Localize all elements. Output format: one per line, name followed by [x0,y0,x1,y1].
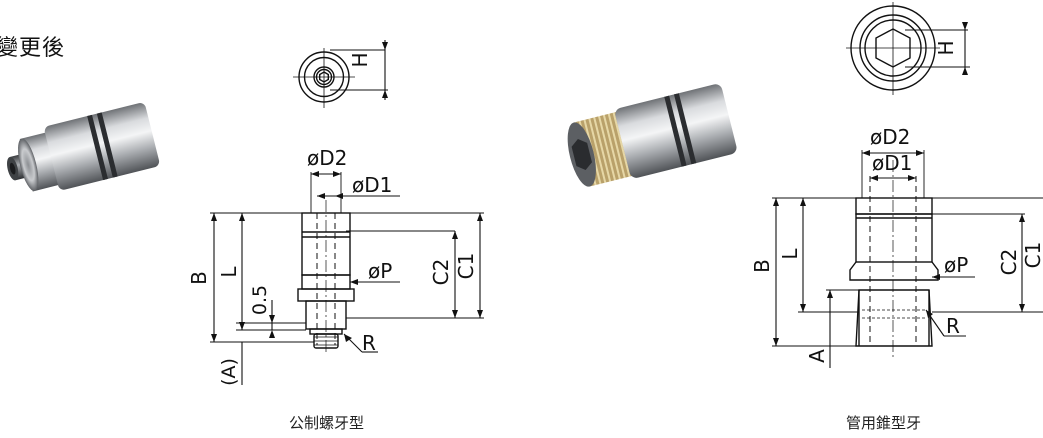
metric-arrowheads [211,171,483,342]
metric-label-P: øP [368,259,392,283]
taper-side-view [772,150,1043,368]
taper-label-R: R [946,314,960,338]
taper-label-C2: C2 [997,249,1021,276]
taper-label-H: H [934,40,958,55]
taper-label-D2: øD2 [870,125,910,149]
taper-label-A: A [805,349,829,363]
metric-label-0-5: 0.5 [249,285,271,315]
metric-label-D2: øD2 [307,146,347,170]
metric-label-D1: øD1 [352,173,392,197]
page-title: 變更後 [0,36,66,61]
taper-label-B: B [750,259,774,273]
metric-label-C2: C2 [429,259,453,286]
taper-top-view [846,2,970,95]
metric-label-H: H [348,52,372,67]
taper-caption: 管用錐型牙 [846,414,922,432]
metric-fitting-photo [7,103,160,192]
metric-top-view [293,40,388,108]
metric-label-A: (A) [218,358,240,386]
taper-label-D1: øD1 [872,151,912,175]
metric-label-R: R [362,331,376,355]
metric-label-B: B [187,271,211,285]
metric-caption: 公制螺牙型 [289,414,365,432]
metric-side-view [210,172,484,385]
taper-fitting-photo [567,84,737,187]
metric-label-L: L [217,266,241,278]
metric-label-C1: C1 [454,253,478,280]
taper-label-C1: C1 [1021,242,1043,269]
taper-label-L: L [778,248,802,260]
taper-label-P: øP [944,253,968,277]
taper-arrowheads [773,150,1025,346]
